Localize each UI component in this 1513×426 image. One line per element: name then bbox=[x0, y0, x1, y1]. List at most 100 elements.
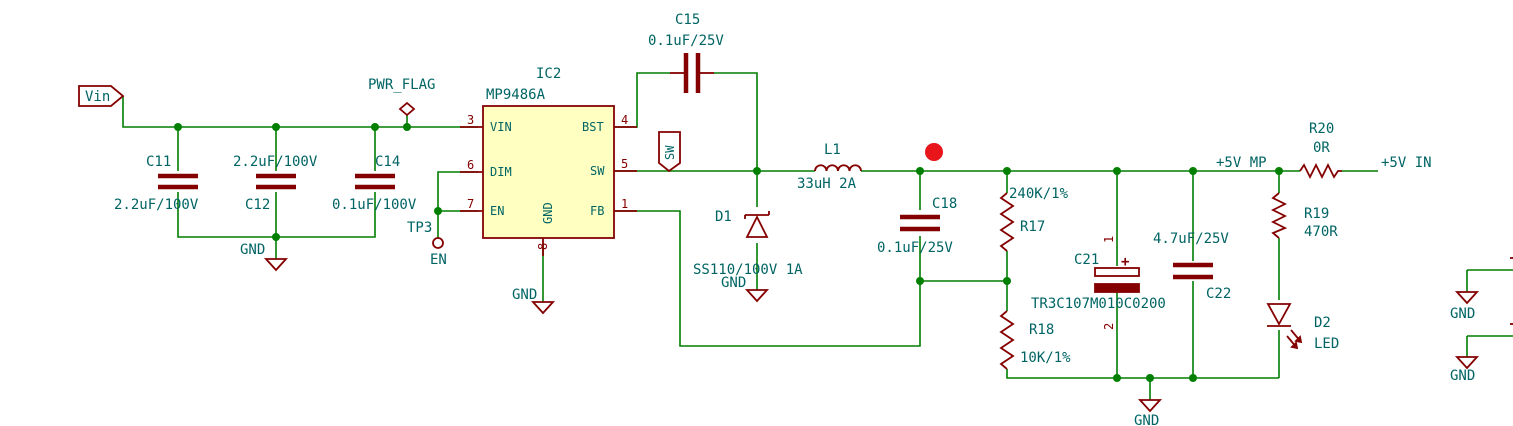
ground-symbol: GND bbox=[240, 242, 289, 272]
ic2-pin-bst: BST bbox=[582, 120, 604, 134]
gnd-label: GND bbox=[1134, 413, 1159, 426]
l1-ref: L1 bbox=[824, 142, 841, 158]
vin-port-label: Vin bbox=[85, 89, 110, 105]
capacitor-c15[interactable]: C15 0.1uF/25V bbox=[648, 12, 724, 93]
c11-ref: C11 bbox=[146, 154, 171, 170]
gnd-label: GND bbox=[721, 275, 746, 291]
vin-port[interactable]: Vin bbox=[78, 85, 125, 107]
ic2-pin-num-dim: 6 bbox=[467, 158, 474, 172]
ground-symbol: GND bbox=[1450, 291, 1480, 322]
capacitor-c22[interactable]: 4.7uF/25V C22 bbox=[1153, 231, 1231, 302]
c22-value: 4.7uF/25V bbox=[1153, 231, 1229, 247]
ic2-pin-sw: SW bbox=[590, 164, 605, 178]
net-label-5v-in: +5V IN bbox=[1381, 155, 1432, 171]
ic2-pin-vin: VIN bbox=[490, 120, 512, 134]
junctions bbox=[174, 123, 1283, 382]
l1-value: 33uH 2A bbox=[797, 176, 857, 192]
r18-value: 10K/1% bbox=[1020, 350, 1071, 366]
junction-dot bbox=[1189, 374, 1197, 382]
junction-dot bbox=[403, 123, 411, 131]
resistor-r17[interactable]: 240K/1% R17 bbox=[999, 186, 1069, 252]
ground-symbol: GND bbox=[1134, 399, 1163, 426]
capacitor-c18[interactable]: C18 0.1uF/25V bbox=[877, 196, 957, 256]
ic2-pin-gnd: GND bbox=[541, 202, 555, 224]
inductor-l1[interactable]: L1 33uH 2A bbox=[797, 142, 862, 192]
junction-dot bbox=[174, 123, 182, 131]
pwr-flag[interactable]: PWR_FLAG bbox=[368, 77, 435, 117]
r20-ref: R20 bbox=[1309, 121, 1334, 137]
c15-ref: C15 bbox=[675, 12, 700, 28]
ic2-pin-num-vin: 3 bbox=[467, 113, 474, 127]
net-label-5v-mp: +5V MP bbox=[1216, 155, 1267, 171]
capacitor-c11[interactable]: C11 2.2uF/100V bbox=[114, 154, 199, 213]
c15-value: 0.1uF/25V bbox=[648, 33, 724, 49]
junction-dot bbox=[272, 123, 280, 131]
pwr-flag-label: PWR_FLAG bbox=[368, 77, 435, 93]
ic2-mp9486a[interactable]: IC2 MP9486A 3 6 7 4 5 1 8 VIN DIM EN BST… bbox=[460, 66, 637, 256]
r18-ref: R18 bbox=[1029, 322, 1054, 338]
junction-dot bbox=[1113, 167, 1121, 175]
c18-ref: C18 bbox=[932, 196, 957, 212]
capacitor-c12[interactable]: 2.2uF/100V C12 bbox=[233, 154, 318, 213]
ic2-pin-num-en: 7 bbox=[467, 197, 474, 211]
ic2-pin-num-sw: 5 bbox=[621, 157, 628, 171]
junction-dot bbox=[1113, 374, 1121, 382]
ic2-pin-num-gnd: 8 bbox=[536, 243, 550, 250]
ground-symbol: GND bbox=[1450, 356, 1480, 384]
resistor-r18[interactable]: R18 10K/1% bbox=[999, 310, 1071, 370]
testpoint-tp3[interactable]: TP3 EN bbox=[407, 220, 447, 268]
ic2-value: MP9486A bbox=[486, 87, 546, 103]
junction-dot bbox=[1189, 167, 1197, 175]
ic2-pin-num-bst: 4 bbox=[621, 113, 628, 127]
d2-ref: D2 bbox=[1314, 315, 1331, 331]
r19-ref: R19 bbox=[1304, 206, 1329, 222]
ic2-pin-en: EN bbox=[490, 204, 504, 218]
c12-ref: C12 bbox=[245, 197, 270, 213]
gnd-label: GND bbox=[240, 242, 265, 258]
c14-ref: C14 bbox=[375, 154, 400, 170]
resistor-r20[interactable]: R20 0R bbox=[1299, 121, 1342, 180]
junction-dot bbox=[1275, 167, 1283, 175]
junction-dot bbox=[1146, 374, 1154, 382]
marker-dot[interactable] bbox=[925, 143, 943, 161]
c12-value: 2.2uF/100V bbox=[233, 154, 318, 170]
sw-port[interactable]: SW bbox=[658, 131, 681, 173]
ground-symbol: GND bbox=[721, 275, 770, 303]
ic2-pin-fb: FB bbox=[590, 204, 604, 218]
capacitor-c14[interactable]: C14 0.1uF/100V bbox=[332, 154, 417, 213]
diode-d1[interactable]: D1 SS110/100V 1A bbox=[693, 209, 803, 278]
c21-pin2: 2 bbox=[1102, 323, 1116, 330]
sw-port-label: SW bbox=[663, 145, 677, 160]
gnd-label: GND bbox=[512, 287, 537, 303]
r20-value: 0R bbox=[1313, 140, 1330, 156]
capacitor-c21[interactable]: + C21 TR3C107M010C0200 1 2 bbox=[1031, 236, 1166, 330]
c21-value: TR3C107M010C0200 bbox=[1031, 296, 1166, 312]
c11-value: 2.2uF/100V bbox=[114, 197, 199, 213]
c14-value: 0.1uF/100V bbox=[332, 197, 417, 213]
junction-dot bbox=[1003, 167, 1011, 175]
tp3-net: EN bbox=[430, 252, 447, 268]
c18-value: 0.1uF/25V bbox=[877, 240, 953, 256]
ic2-ref: IC2 bbox=[536, 66, 561, 82]
junction-dot bbox=[916, 277, 924, 285]
d2-value: LED bbox=[1314, 336, 1339, 352]
r17-value: 240K/1% bbox=[1009, 186, 1069, 202]
junction-dot bbox=[753, 167, 761, 175]
r19-value: 470R bbox=[1304, 224, 1338, 240]
junction-dot bbox=[272, 233, 280, 241]
ic2-pin-dim: DIM bbox=[490, 165, 512, 179]
ic2-pin-num-fb: 1 bbox=[621, 197, 628, 211]
junction-dot bbox=[371, 123, 379, 131]
resistor-r19[interactable]: R19 470R bbox=[1270, 192, 1338, 240]
junction-dot bbox=[434, 207, 442, 215]
gnd-label: GND bbox=[1450, 306, 1475, 322]
junction-dot bbox=[916, 167, 924, 175]
ground-symbol: GND bbox=[512, 287, 556, 315]
c21-pin1: 1 bbox=[1102, 236, 1116, 243]
junction-dot bbox=[1003, 277, 1011, 285]
c22-ref: C22 bbox=[1206, 286, 1231, 302]
led-d2[interactable]: D2 LED bbox=[1266, 303, 1339, 352]
gnd-label: GND bbox=[1450, 368, 1475, 384]
r17-ref: R17 bbox=[1020, 219, 1045, 235]
